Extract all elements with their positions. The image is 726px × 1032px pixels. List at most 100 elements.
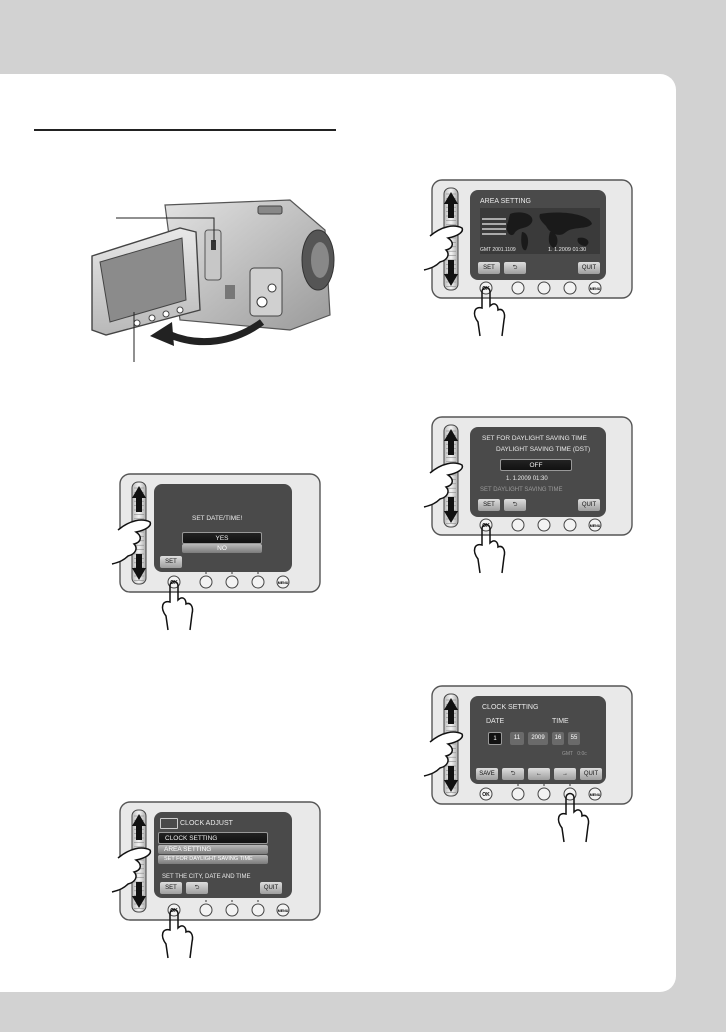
function-button[interactable] — [511, 787, 525, 801]
arrow-down-icon — [444, 766, 458, 792]
area-gmt: GMT 2001.1109 — [480, 247, 516, 253]
back-button[interactable]: ⮌ — [502, 768, 524, 780]
function-button[interactable] — [563, 281, 577, 295]
clock-title: CLOCK SETTING — [482, 704, 539, 711]
minute-field[interactable]: 55 — [568, 732, 580, 745]
arrow-up-icon — [132, 486, 146, 512]
function-button[interactable] — [225, 903, 239, 917]
clock-adjust-icon — [160, 818, 178, 829]
dst-hint: SET DAYLIGHT SAVING TIME — [480, 487, 563, 493]
function-button[interactable] — [511, 518, 525, 532]
arrow-down-icon — [444, 497, 458, 523]
menu-item-clock-setting[interactable]: CLOCK SETTING — [158, 832, 268, 844]
arrow-left-icon: ← — [536, 771, 542, 777]
function-button[interactable] — [199, 575, 213, 589]
day-field[interactable]: 1 — [488, 732, 502, 745]
world-map-icon — [480, 208, 600, 254]
function-button[interactable] — [537, 281, 551, 295]
function-button[interactable] — [251, 903, 265, 917]
pointing-hand-icon — [111, 847, 152, 893]
date-label: DATE — [486, 718, 505, 725]
pointing-hand-icon — [111, 519, 152, 565]
pressing-hand-icon — [557, 798, 590, 843]
set-button[interactable]: SET — [160, 556, 182, 568]
arrow-down-icon — [132, 554, 146, 580]
setdate-title: SET DATE/TIME! — [192, 515, 243, 522]
arrow-up-icon — [444, 698, 458, 724]
back-button[interactable]: ⮌ — [504, 262, 526, 274]
set-button[interactable]: SET — [478, 262, 500, 274]
menu-item-dst[interactable]: SET FOR DAYLIGHT SAVING TIME — [158, 855, 268, 864]
camcorder-illustration — [91, 199, 335, 362]
ok-label: OK — [482, 286, 490, 292]
dst-screen: SET FOR DAYLIGHT SAVING TIME DAYLIGHT SA… — [470, 427, 606, 517]
clock-gmt: GMT 0:0c — [562, 751, 587, 757]
menu-button[interactable] — [588, 787, 602, 801]
function-button[interactable] — [537, 787, 551, 801]
ok-label: OK — [170, 580, 178, 586]
function-button[interactable] — [225, 575, 239, 589]
time-label: TIME — [552, 718, 569, 725]
pointing-hand-icon — [423, 225, 464, 271]
set-button[interactable]: SET — [160, 882, 182, 894]
year-field[interactable]: 2009 — [528, 732, 548, 745]
quit-button[interactable]: QUIT — [260, 882, 282, 894]
return-icon: ⮌ — [194, 885, 200, 891]
clock-setting-screen: CLOCK SETTING DATE TIME 1 11 2009 16 55 … — [470, 696, 606, 784]
arrow-up-icon — [444, 192, 458, 218]
left-arrow-button[interactable]: ← — [528, 768, 550, 780]
area-setting-screen: AREA SETTING GMT 2001.1109 1. 1.2009 01:… — [470, 190, 606, 280]
pointing-hand-icon — [423, 731, 464, 777]
dst-option[interactable]: OFF — [500, 459, 572, 471]
set-date-screen: SET DATE/TIME! YES NO SET — [154, 484, 292, 572]
clock-adjust-screen: CLOCK ADJUST CLOCK SETTING AREA SETTING … — [154, 812, 292, 898]
quit-button[interactable]: QUIT — [578, 262, 600, 274]
pointing-hand-icon — [423, 462, 464, 508]
function-button[interactable] — [563, 518, 577, 532]
hour-field[interactable]: 16 — [552, 732, 564, 745]
back-button[interactable]: ⮌ — [504, 499, 526, 511]
area-title: AREA SETTING — [480, 198, 531, 205]
ok-label: OK — [482, 792, 490, 798]
pressing-hand-icon — [161, 586, 194, 631]
menu-button[interactable] — [276, 575, 290, 589]
arrow-down-icon — [444, 260, 458, 286]
menu-button[interactable] — [588, 518, 602, 532]
menu-label: MENU — [590, 287, 601, 291]
ok-label: OK — [482, 523, 490, 529]
month-field[interactable]: 11 — [510, 732, 524, 745]
menu-item-area-setting[interactable]: AREA SETTING — [158, 845, 268, 854]
function-button[interactable] — [537, 518, 551, 532]
arrow-right-icon: → — [562, 771, 568, 777]
set-button[interactable]: SET — [478, 499, 500, 511]
no-option[interactable]: NO — [182, 544, 262, 553]
menu-label: MENU — [590, 524, 601, 528]
arrow-down-icon — [132, 882, 146, 908]
menu-label: MENU — [590, 793, 601, 797]
menu-label: MENU — [278, 581, 289, 585]
arrow-up-icon — [444, 429, 458, 455]
section-rule — [34, 129, 336, 131]
function-button[interactable] — [251, 575, 265, 589]
right-arrow-button[interactable]: → — [554, 768, 576, 780]
yes-option[interactable]: YES — [182, 532, 262, 544]
save-button[interactable]: SAVE — [476, 768, 498, 780]
pressing-hand-icon — [473, 529, 506, 574]
return-icon: ⮌ — [510, 771, 516, 777]
function-button[interactable] — [199, 903, 213, 917]
function-button[interactable] — [511, 281, 525, 295]
menu-button[interactable] — [588, 281, 602, 295]
arrow-up-icon — [132, 814, 146, 840]
quit-button[interactable]: QUIT — [578, 499, 600, 511]
quit-button[interactable]: QUIT — [580, 768, 602, 780]
back-button[interactable]: ⮌ — [186, 882, 208, 894]
adjust-hint: SET THE CITY, DATE AND TIME — [162, 874, 251, 880]
pressing-hand-icon — [473, 292, 506, 337]
adjust-header: CLOCK ADJUST — [180, 820, 233, 827]
dst-datetime: 1. 1.2009 01:30 — [506, 476, 548, 482]
menu-button[interactable] — [276, 903, 290, 917]
dst-subtitle: DAYLIGHT SAVING TIME (DST) — [496, 446, 591, 453]
ok-button[interactable] — [479, 787, 493, 801]
ok-label: OK — [170, 908, 178, 914]
